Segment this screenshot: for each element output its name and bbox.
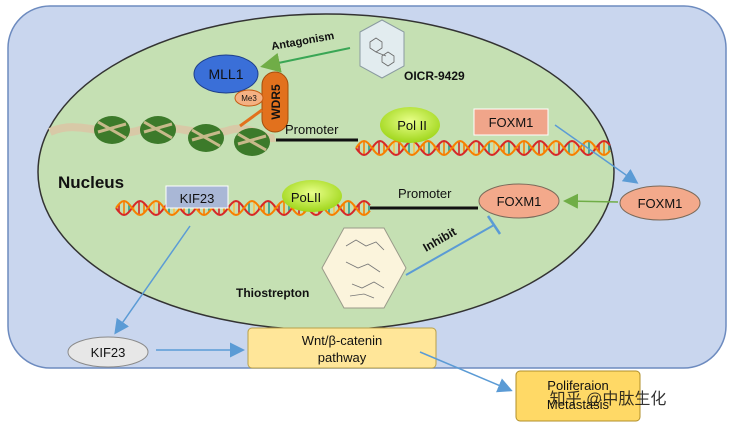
wnt-line2: pathway	[318, 350, 367, 365]
translate-arrow	[114, 225, 191, 335]
mll1-label: MLL1	[208, 66, 243, 82]
wnt-pathway-box: Wnt/β-catenin pathway	[247, 327, 437, 369]
outcome-line2: Metastasis	[547, 397, 610, 412]
wdr5-protein: WDR5	[261, 71, 289, 133]
kif23-gene: KIF23	[165, 185, 229, 209]
foxm1-gene-top: FOXM1	[473, 108, 549, 136]
foxm1-top-label: FOXM1	[489, 115, 534, 130]
inhibit-line	[405, 224, 495, 276]
nucleus	[37, 13, 615, 331]
me3-label: Me3	[241, 94, 257, 103]
dna-top	[355, 139, 611, 157]
pol2-mid-label: PoLII	[291, 190, 321, 205]
pol2-mid: PoLII	[282, 180, 342, 212]
pol2-top: Pol II	[380, 107, 440, 143]
foxm1-protein-mid: FOXM1	[478, 183, 560, 219]
watermark: 知乎 @中肽生化	[550, 390, 667, 408]
outcome-line1: Poliferaion	[547, 378, 608, 393]
thiostrepton-label: Thiostrepton	[236, 286, 309, 300]
mll1-protein: MLL1	[193, 54, 259, 94]
wdr5-label: WDR5	[269, 84, 283, 120]
promoter-top-label: Promoter	[285, 122, 339, 137]
oicr-molecule	[359, 19, 405, 79]
kif23-protein-label: KIF23	[91, 345, 126, 360]
foxm1-out-label: FOXM1	[638, 196, 683, 211]
outcome-arrow	[419, 351, 513, 393]
kif23-protein: KIF23	[67, 336, 149, 368]
oicr-label: OICR-9429	[404, 69, 465, 83]
promoter-mid-label: Promoter	[398, 186, 452, 201]
kif23-gene-label: KIF23	[180, 191, 215, 206]
foxm1-protein-outside: FOXM1	[619, 185, 701, 221]
nucleus-label: Nucleus	[58, 173, 124, 192]
antagonism-arrow	[260, 47, 351, 73]
export-arrow	[554, 124, 639, 184]
wnt-line1: Wnt/β-catenin	[302, 333, 382, 348]
outcome-box: Poliferaion Metastasis	[515, 370, 641, 422]
thiostrepton-molecule	[321, 227, 407, 309]
foxm1-mid-label: FOXM1	[497, 194, 542, 209]
me3-mark: Me3	[234, 89, 264, 107]
import-arrow	[563, 193, 619, 209]
pol2-top-label: Pol II	[397, 118, 427, 133]
chromatin	[48, 116, 276, 156]
inhibit-bar	[486, 215, 502, 235]
